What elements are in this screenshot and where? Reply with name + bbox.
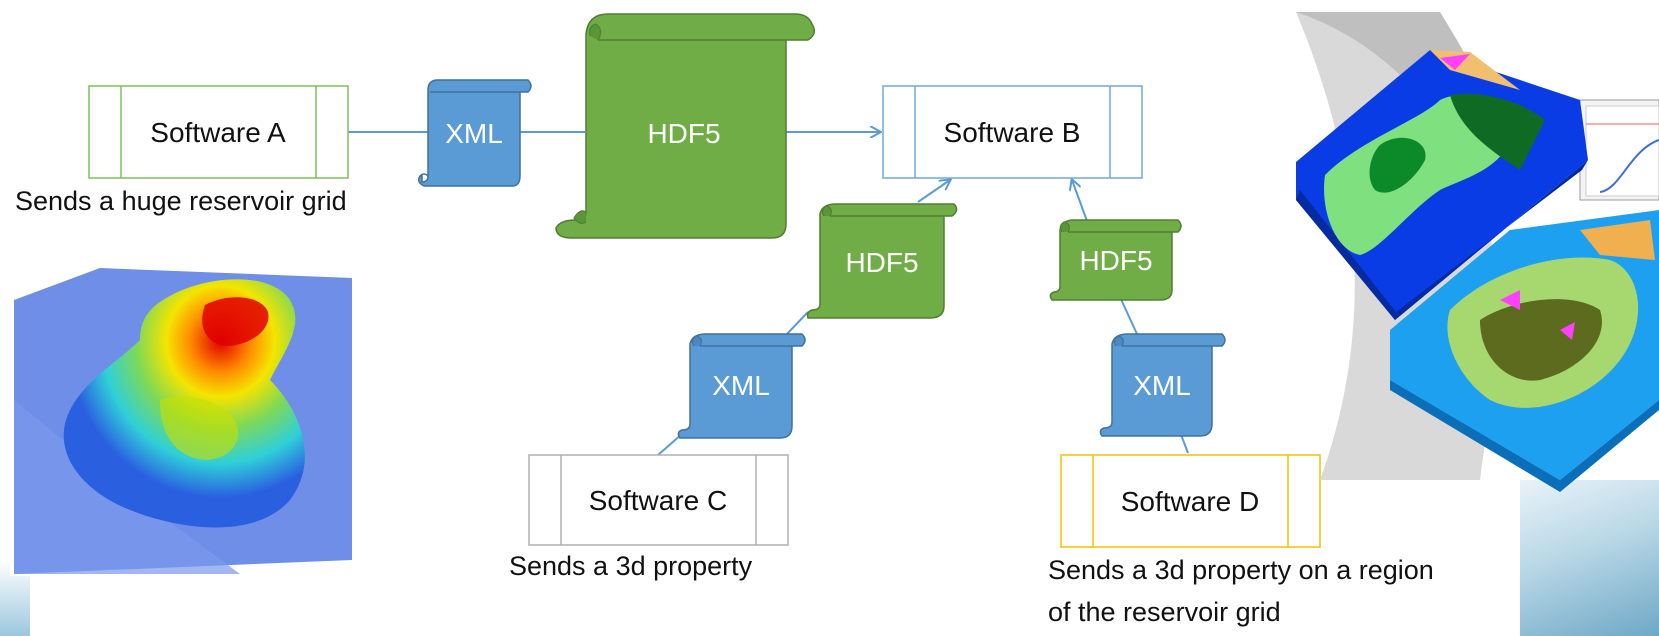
xml-scroll-c: XML bbox=[677, 333, 806, 439]
xml-scroll-d: XML bbox=[1099, 333, 1226, 437]
caption-software-d-line1: Sends a 3d property on a region bbox=[1048, 555, 1434, 585]
software-d-label: Software D bbox=[1121, 486, 1260, 517]
hdf5-c-label: HDF5 bbox=[845, 247, 918, 278]
background-gradient bbox=[1520, 480, 1659, 636]
caption-software-c: Sends a 3d property bbox=[509, 551, 753, 581]
line-xml-to-hdf5-c bbox=[785, 311, 809, 336]
software-a-box[interactable]: Software A bbox=[88, 85, 349, 179]
caption-software-a: Sends a huge reservoir grid bbox=[15, 186, 347, 216]
software-a-label: Software A bbox=[150, 117, 286, 148]
software-b-label: Software B bbox=[944, 117, 1081, 148]
reservoir-grid-3d-image bbox=[1296, 12, 1659, 492]
xml-c-label: XML bbox=[712, 370, 770, 401]
caption-software-d-line2: of the reservoir grid bbox=[1048, 597, 1281, 627]
hdf5-scroll-c: HDF5 bbox=[806, 203, 958, 319]
xml-scroll-main: XML bbox=[417, 79, 532, 187]
software-d-box[interactable]: Software D bbox=[1060, 454, 1321, 548]
hdf5-scroll-main: HDF5 bbox=[555, 13, 815, 239]
software-b-box[interactable]: Software B bbox=[882, 85, 1143, 179]
xml-d-label: XML bbox=[1133, 370, 1191, 401]
reservoir-height-map-image bbox=[10, 268, 355, 576]
software-c-box[interactable]: Software C bbox=[528, 454, 789, 546]
line-xml-to-hdf5-d bbox=[1119, 296, 1138, 335]
arrow-hdf5-d-to-b bbox=[1072, 180, 1088, 222]
hdf5-d-label: HDF5 bbox=[1079, 245, 1152, 276]
hdf5-main-label: HDF5 bbox=[647, 118, 720, 149]
arrow-hdf5-c-to-b bbox=[917, 180, 950, 203]
software-c-label: Software C bbox=[589, 485, 728, 516]
xml-main-label: XML bbox=[445, 118, 503, 149]
hdf5-scroll-d: HDF5 bbox=[1049, 219, 1182, 301]
